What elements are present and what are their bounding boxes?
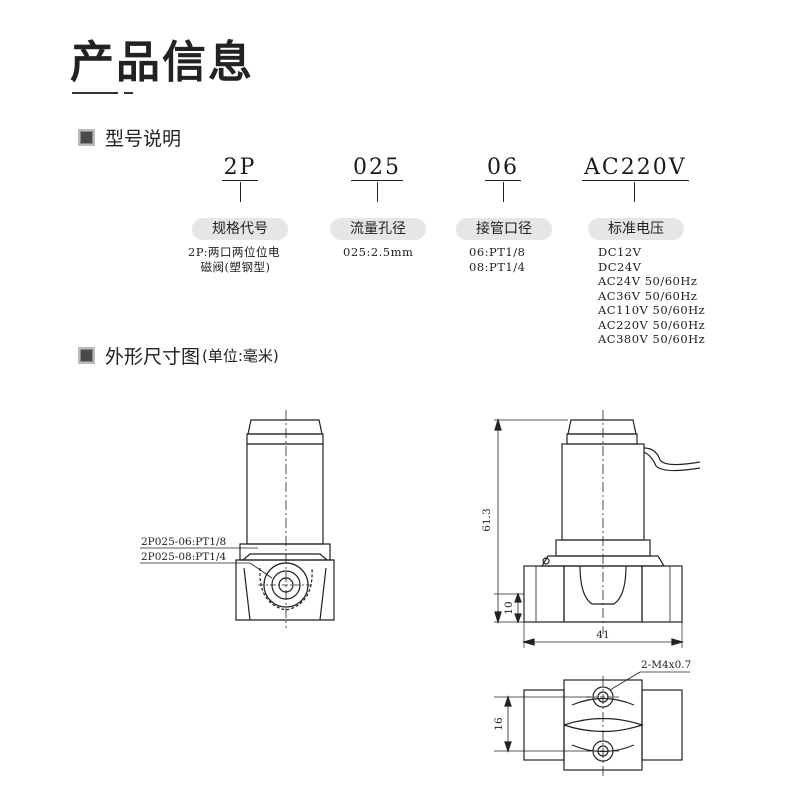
- title-underline-dash: [124, 92, 133, 94]
- title-underline: [72, 92, 118, 94]
- lead-wire-2: [643, 451, 701, 472]
- mount-hole-label: 2-M4x0.7: [641, 659, 691, 671]
- desc-spec: 2P:两口两位位电 磁阀(塑钢型): [188, 245, 281, 274]
- label-orifice: 流量孔径: [330, 218, 426, 240]
- label-voltage: 标准电压: [588, 218, 684, 240]
- valve-base: [235, 559, 335, 621]
- section-dimensions-header: 外形尺寸图 (单位:毫米): [78, 342, 279, 369]
- side-view: [140, 410, 335, 628]
- bottom-view: [494, 671, 690, 776]
- code-col-2: 025: [345, 156, 409, 181]
- model-code-spec: 2P: [221, 155, 259, 181]
- cap-top-front: [567, 419, 637, 435]
- cap-band-front: [566, 433, 638, 445]
- port-thread-line: [535, 566, 671, 622]
- model-code-voltage: AC220V: [582, 155, 689, 181]
- code-col-4: AC220V: [582, 155, 689, 181]
- mount-leader: [609, 671, 641, 691]
- connector-line: [503, 182, 504, 202]
- connector-line: [634, 182, 635, 202]
- dim-height-label: 61.3: [481, 508, 493, 531]
- connector-line: [377, 182, 378, 202]
- code-col-1: 2P: [210, 156, 270, 181]
- arrow-depth-up: [504, 695, 512, 707]
- arrow-up: [494, 417, 502, 431]
- page-title: 产品信息: [70, 37, 254, 88]
- dim-depth-label: 16: [493, 717, 505, 731]
- dim-width-label: 41: [596, 629, 609, 641]
- arrow-down: [494, 611, 502, 625]
- bottom-waist: [563, 717, 644, 733]
- cap-band: [246, 433, 324, 445]
- desc-voltage: DC12V DC24V AC24V 50/60Hz AC36V 50/60Hz …: [598, 245, 706, 346]
- arrow-base-down: [514, 613, 522, 624]
- coil-body: [246, 443, 324, 545]
- section-dimensions-title: 外形尺寸图: [105, 346, 201, 368]
- section-model-header: 型号说明: [78, 124, 181, 151]
- dim-base-label: 10: [503, 601, 515, 614]
- port-note-1: 2P025-06:PT1/8: [141, 536, 226, 548]
- label-spec: 规格代号: [192, 218, 288, 240]
- arrow-base-up: [514, 592, 522, 603]
- port-right: [641, 565, 683, 623]
- valve-neck: [239, 543, 331, 561]
- bullet-square-icon: [78, 347, 95, 364]
- port-hidden: [259, 567, 313, 611]
- section-dimensions-unit: (单位:毫米): [202, 347, 279, 365]
- model-code-port: 06: [485, 155, 521, 181]
- model-code-orifice: 025: [351, 155, 403, 181]
- leader-arrow: [249, 562, 273, 579]
- bottom-port-right: [641, 689, 683, 761]
- body-center: [563, 565, 643, 623]
- connector-line: [240, 182, 241, 202]
- cap-top: [247, 419, 323, 435]
- base-edge: [243, 567, 327, 621]
- arrow-depth-down: [504, 741, 512, 753]
- label-port: 接管口径: [456, 218, 552, 240]
- desc-port: 06:PT1/8 08:PT1/4: [469, 245, 526, 274]
- arrow-left: [521, 638, 535, 646]
- front-view: [494, 410, 701, 648]
- bottom-port-left: [523, 689, 565, 761]
- screw-dot: [542, 557, 550, 565]
- bullet-square-icon: [78, 129, 95, 146]
- base-shoulder: [242, 553, 328, 561]
- desc-orifice: 025:2.5mm: [343, 245, 414, 259]
- port-left: [523, 565, 565, 623]
- lead-wire-1: [643, 447, 701, 466]
- section-model-title: 型号说明: [105, 128, 182, 150]
- code-col-3: 06: [478, 156, 528, 181]
- port-note-2: 2P025-08:PT1/4: [141, 551, 227, 563]
- arrow-right: [671, 638, 685, 646]
